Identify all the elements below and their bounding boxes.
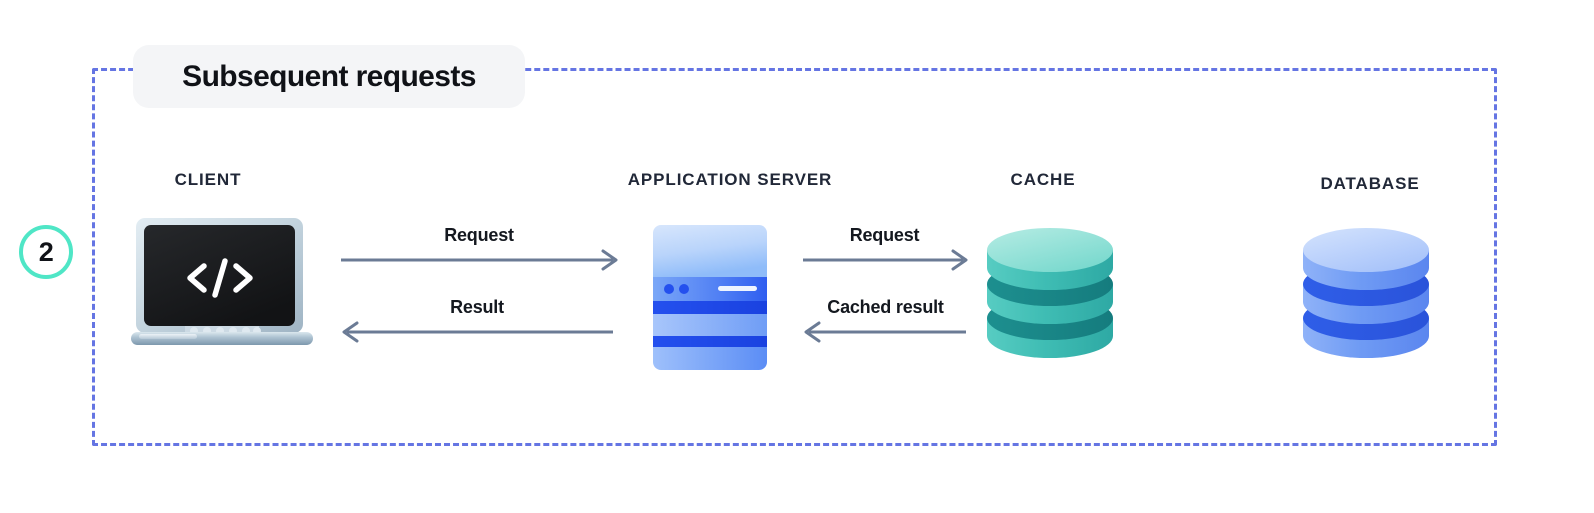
node-label-database: DATABASE bbox=[1320, 174, 1420, 193]
node-label-cache: CACHE bbox=[1010, 170, 1076, 189]
laptop-code-icon bbox=[131, 218, 313, 345]
section-frame bbox=[92, 68, 1497, 446]
arrow-server-to-cache bbox=[803, 249, 968, 271]
arrow-server-to-client bbox=[342, 321, 613, 343]
step-number-badge: 2 bbox=[19, 225, 73, 279]
section-title-text: Subsequent requests bbox=[182, 59, 476, 93]
server-rack-icon bbox=[653, 225, 767, 370]
section-title-pill: Subsequent requests bbox=[133, 45, 525, 108]
arrow-label-cache-to-server: Cached result bbox=[827, 297, 944, 317]
arrow-label-client-to-server: Request bbox=[444, 225, 514, 245]
arrow-label-server-to-cache: Request bbox=[849, 225, 920, 245]
arrow-cache-to-server bbox=[804, 321, 966, 343]
cache-cylinder-icon bbox=[987, 228, 1113, 358]
arrow-client-to-server bbox=[341, 249, 618, 271]
node-label-client: CLIENT bbox=[174, 170, 242, 189]
step-number-text: 2 bbox=[38, 236, 54, 267]
arrow-label-server-to-client: Result bbox=[450, 297, 504, 317]
node-label-appserver: APPLICATION SERVER bbox=[627, 170, 833, 189]
database-cylinder-icon bbox=[1303, 228, 1429, 358]
